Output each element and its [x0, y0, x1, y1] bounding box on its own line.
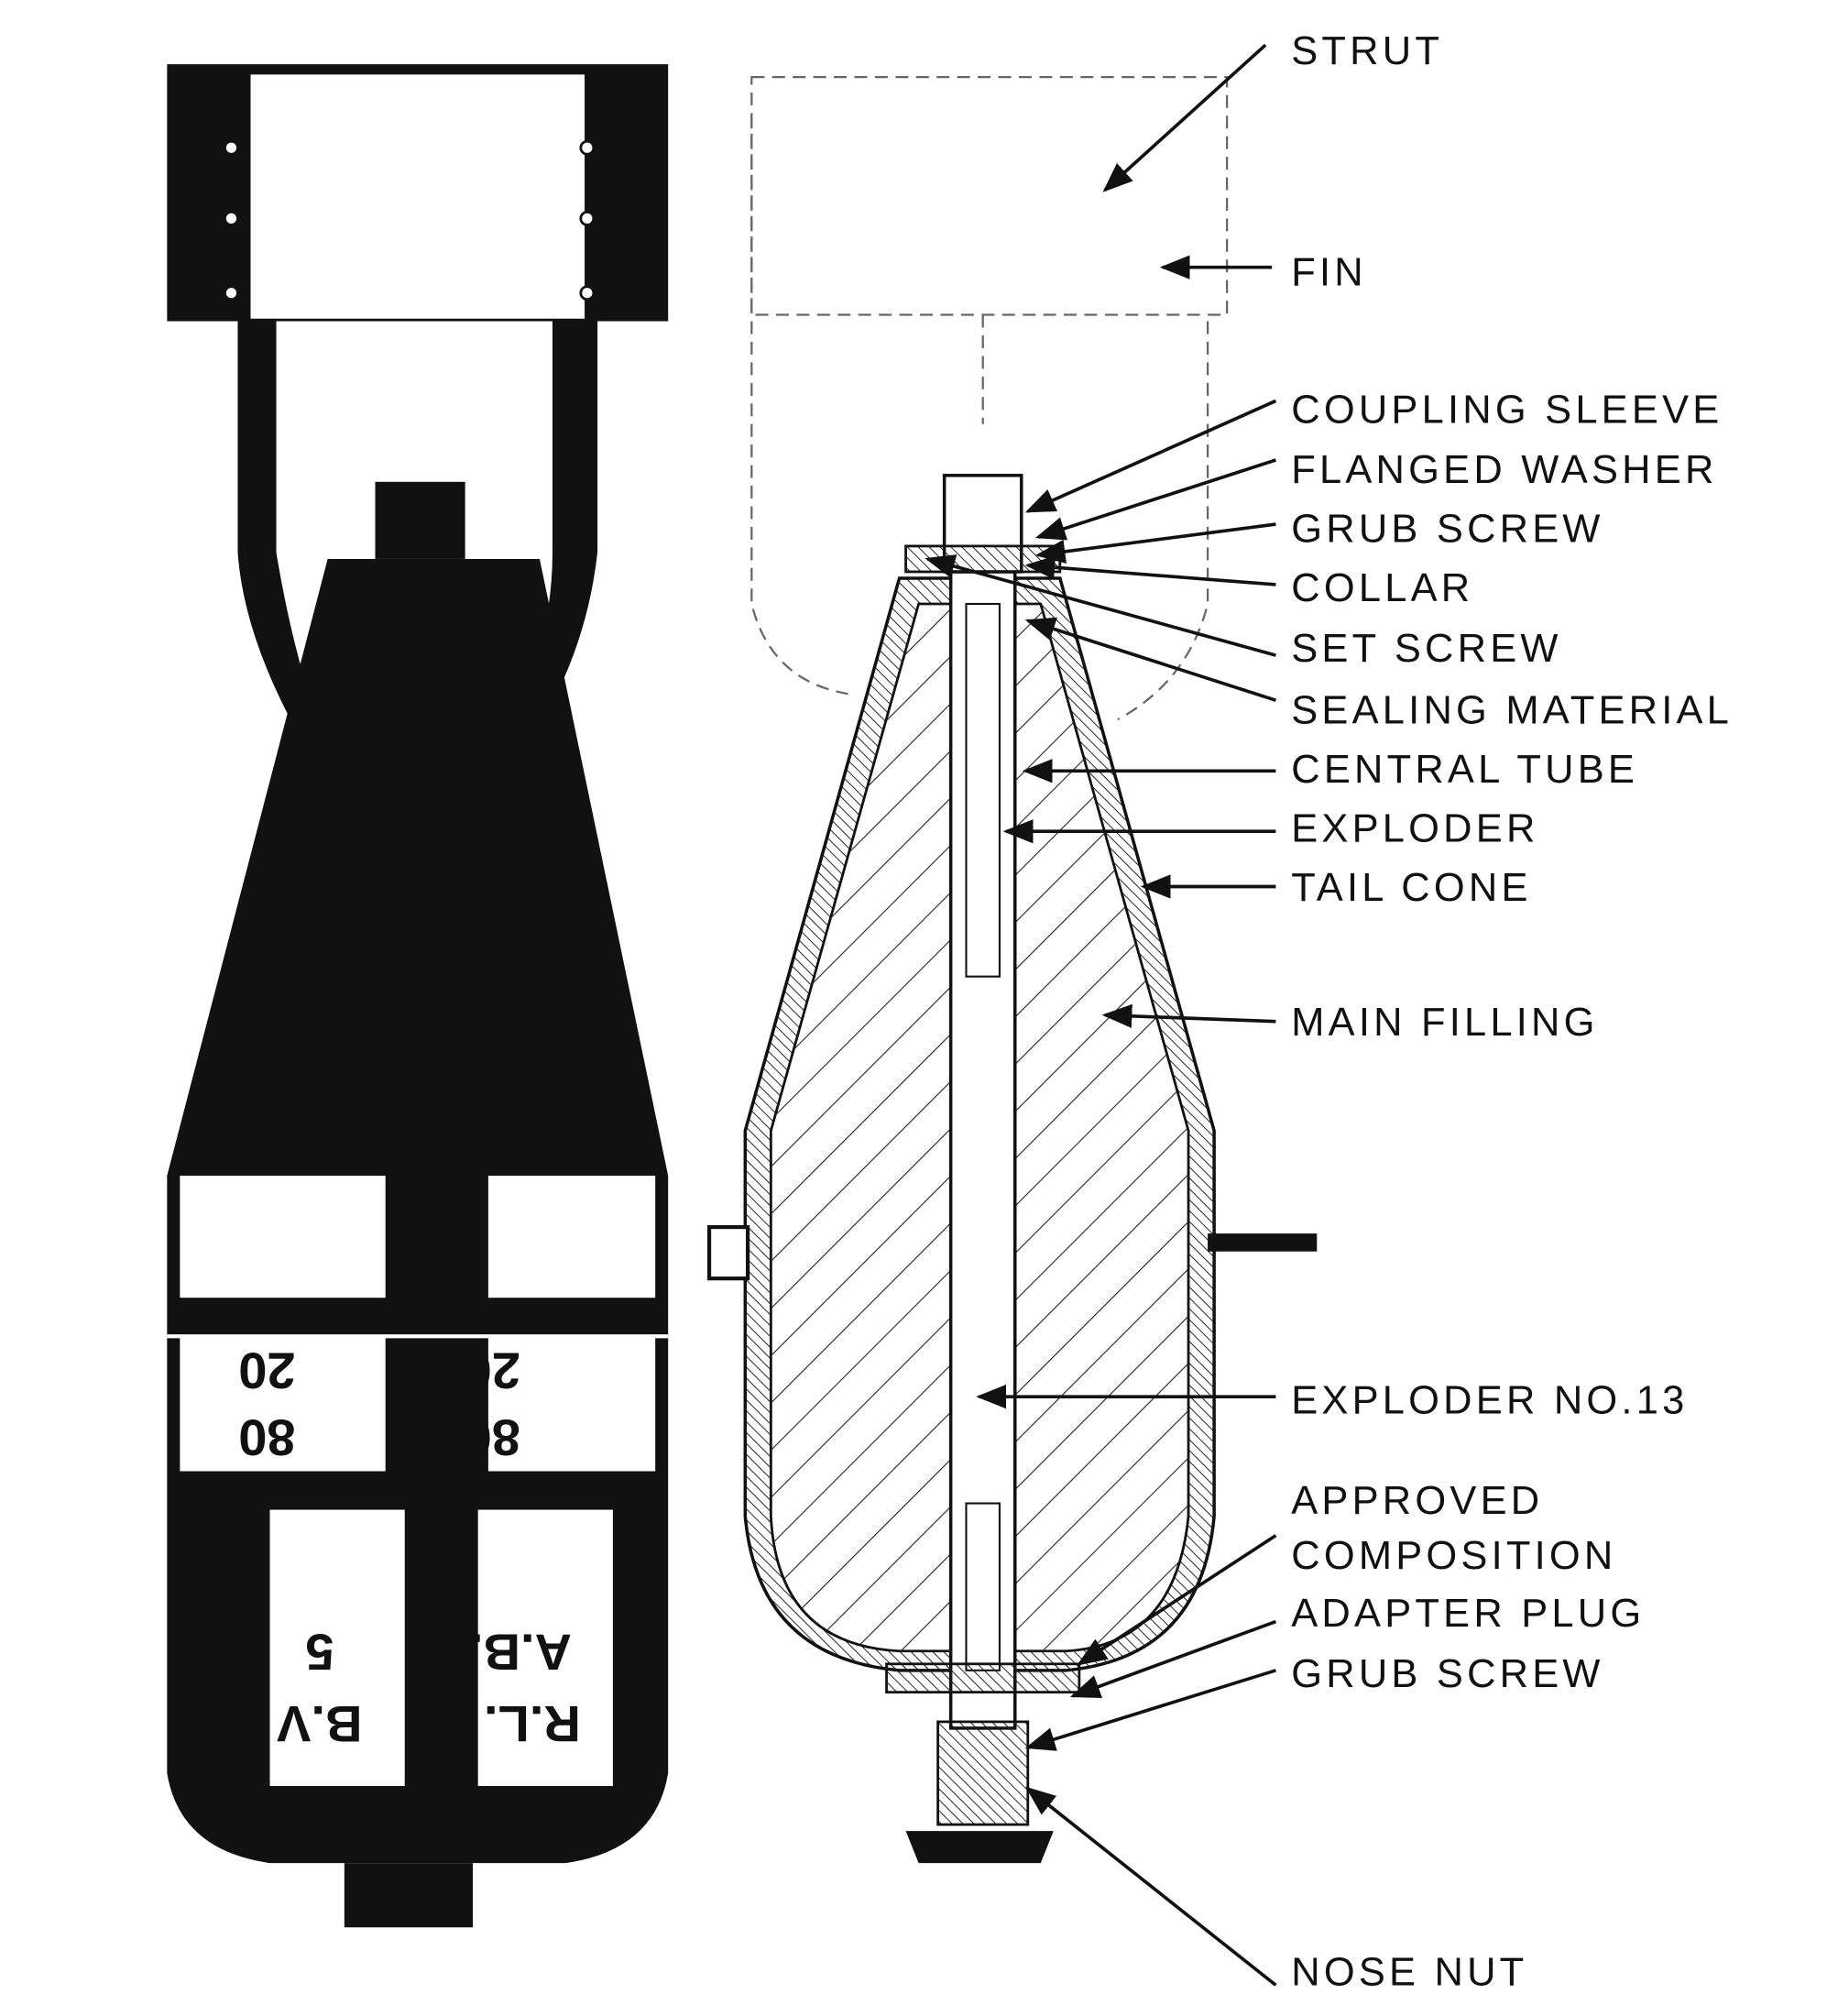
label-composition: COMPOSITION	[1291, 1534, 1616, 1578]
label-central-tube: CENTRAL TUBE	[1291, 748, 1638, 792]
marking-rl: R.L.	[484, 1695, 581, 1753]
label-approved: APPROVED	[1291, 1479, 1543, 1523]
label-tail-cone: TAIL CONE	[1291, 866, 1531, 910]
label-flanged-washer: FLANGED WASHER	[1291, 448, 1717, 492]
label-grub-screw-upper: GRUB SCREW	[1291, 508, 1603, 552]
label-set-screw: SET SCREW	[1291, 627, 1561, 671]
label-coupling-sleeve: COUPLING SLEEVE	[1291, 388, 1723, 432]
strut-left	[237, 321, 328, 752]
label-exploder-no13: EXPLODER NO.13	[1291, 1378, 1688, 1422]
marking-ratio-bottom: 80	[464, 1408, 520, 1466]
nose-plug	[936, 1720, 1030, 1826]
marking-ratio-top: 20	[464, 1342, 520, 1399]
exploder-charge	[965, 602, 1001, 978]
bomb-section-view	[706, 76, 1318, 1864]
lug-left	[706, 1224, 750, 1281]
lug-right	[1208, 1233, 1318, 1252]
label-grub-screw-lower: GRUB SCREW	[1291, 1652, 1603, 1696]
nose-fuze	[344, 1863, 474, 1928]
leader-lines	[924, 43, 1277, 1987]
label-exploder: EXPLODER	[1291, 806, 1538, 850]
marking-bv: B.V	[276, 1695, 362, 1753]
tail-boss	[375, 481, 465, 559]
label-sealing-material: SEALING MATERIAL	[1291, 688, 1733, 732]
label-strut: STRUT	[1291, 29, 1443, 73]
label-nose-nut: NOSE NUT	[1291, 1950, 1527, 1994]
fin-outline	[750, 76, 1229, 721]
part-labels: STRUT FIN COUPLING SLEEVE FLANGED WASHER…	[1291, 29, 1733, 1994]
exploder-no13	[965, 1502, 1001, 1671]
label-main-filling: MAIN FILLING	[1291, 1001, 1598, 1045]
bomb-exterior-view: 80 80 20 20 R.L. B.V A.B. 5	[167, 64, 669, 1928]
label-adapter-plug: ADAPTER PLUG	[1291, 1592, 1645, 1636]
nose-nut	[905, 1831, 1054, 1864]
marking-ratio-bottom-2: 80	[238, 1408, 295, 1466]
strut-right	[494, 321, 598, 765]
fin-rivets	[224, 139, 596, 301]
adapter-plug	[885, 1662, 1081, 1694]
marking-ab: A.B.	[469, 1624, 572, 1682]
marking-ratio-top-2: 20	[238, 1342, 295, 1399]
label-fin: FIN	[1291, 250, 1367, 294]
label-collar: COLLAR	[1291, 566, 1473, 610]
marking-5: 5	[305, 1624, 334, 1682]
bomb-markings: 80 80 20 20 R.L. B.V A.B. 5	[238, 1342, 581, 1753]
